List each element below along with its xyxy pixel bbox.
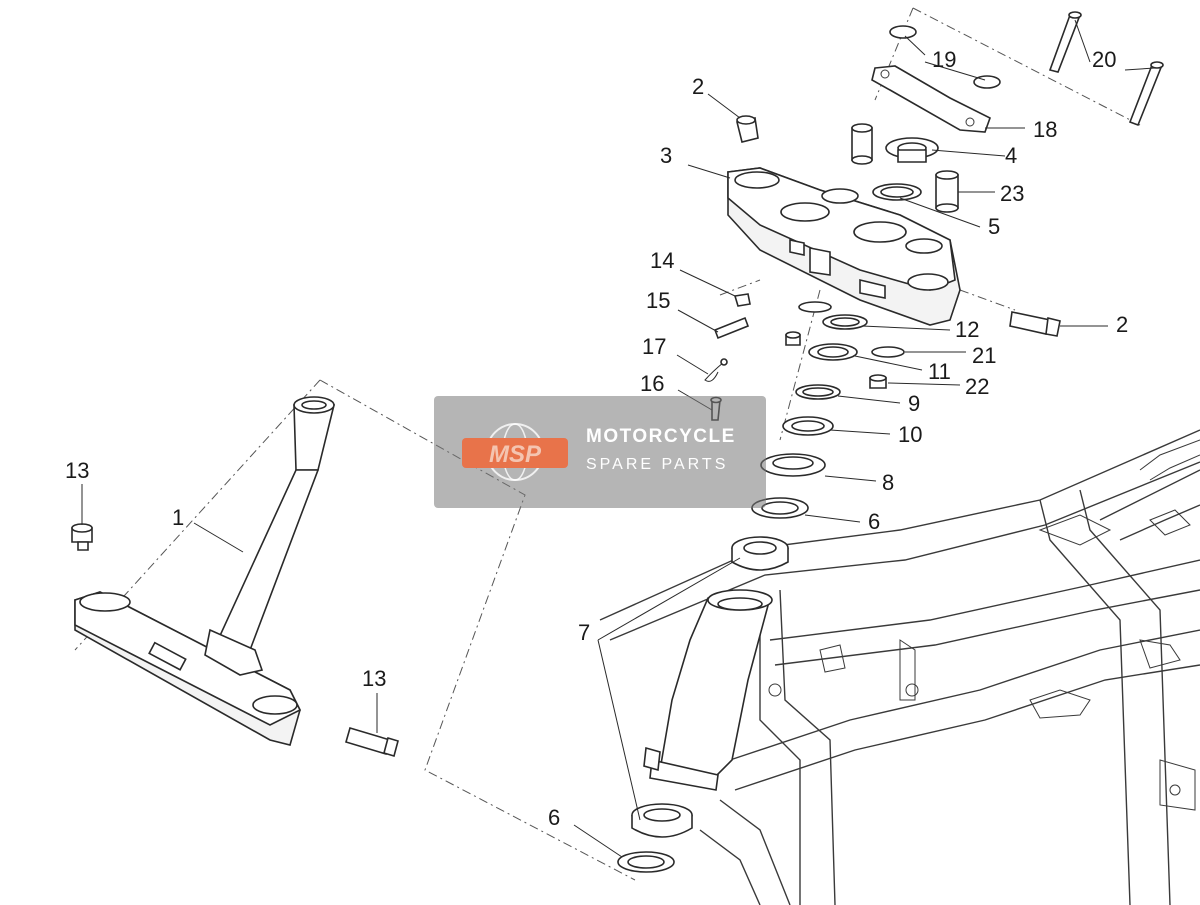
- bolt-20-left: [1048, 11, 1082, 73]
- leader-lines: [81, 19, 1156, 858]
- bearing-7-lower: [631, 803, 693, 838]
- callout-7: 7: [578, 620, 590, 645]
- ring-nut-11: [808, 343, 858, 361]
- callout-15: 15: [646, 288, 670, 313]
- bushing-23-right: [935, 170, 959, 213]
- dust-seal-8: [760, 453, 826, 477]
- watermark-title: MOTORCYCLE: [586, 426, 736, 447]
- callout-6-upper: 6: [868, 509, 880, 534]
- callout-1: 1: [172, 505, 184, 530]
- callout-16: 16: [640, 371, 664, 396]
- callout-12: 12: [955, 317, 979, 342]
- msp-logo-box: [462, 438, 568, 468]
- bearing-race-6-upper: [751, 497, 809, 519]
- washer-21: [871, 346, 905, 358]
- washer-12: [822, 314, 868, 330]
- callout-3: 3: [660, 143, 672, 168]
- callout-2-upper: 2: [692, 74, 704, 99]
- upper-triple-clamp: [727, 167, 961, 326]
- lower-triple-clamp-stem: [74, 396, 336, 746]
- callout-21: 21: [972, 343, 996, 368]
- washer-left: [798, 301, 832, 313]
- nut-22-left: [785, 331, 801, 346]
- callout-2-right: 2: [1116, 312, 1128, 337]
- callout-18: 18: [1033, 117, 1057, 142]
- bolt-2-right: [1009, 311, 1061, 337]
- washer-5: [872, 183, 922, 201]
- callout-labels: 1 2 2 3 4 5 6 6 7 8 9 10 11 12 13 13 14 …: [65, 47, 1128, 830]
- steering-head-tube: [643, 589, 782, 791]
- watermark: MSP MOTORCYCLE SPARE PARTS: [434, 396, 766, 508]
- callout-4: 4: [1005, 143, 1017, 168]
- bearing-7-upper: [731, 536, 789, 571]
- callout-9: 9: [908, 391, 920, 416]
- washer-9: [795, 384, 841, 400]
- cable-guide-17: [704, 358, 728, 382]
- bolt-2-upper: [736, 115, 759, 143]
- bolt-20-right: [1128, 61, 1164, 127]
- bushing-23-left: [851, 123, 873, 165]
- callout-14: 14: [650, 248, 674, 273]
- ring-nut-10: [782, 416, 834, 436]
- callout-23: 23: [1000, 181, 1024, 206]
- bearing-race-6-lower: [617, 851, 675, 873]
- callout-13-upper: 13: [65, 458, 89, 483]
- msp-logo: MSP: [462, 423, 568, 481]
- callout-5: 5: [988, 214, 1000, 239]
- cap-19-left: [889, 25, 917, 39]
- msp-logo-text: MSP: [489, 441, 542, 468]
- handlebar-riser-plate-18: [871, 65, 991, 133]
- callout-22: 22: [965, 374, 989, 399]
- bolt-13-lower: [345, 727, 399, 758]
- callout-19: 19: [932, 47, 956, 72]
- watermark-subtitle: SPARE PARTS: [586, 456, 729, 473]
- callout-20: 20: [1092, 47, 1116, 72]
- bolt-13-upper: [71, 523, 93, 551]
- nut-22-right: [869, 374, 887, 389]
- callout-11: 11: [928, 359, 951, 384]
- callout-6-lower: 6: [548, 805, 560, 830]
- clip-14: [733, 293, 751, 307]
- bracket-15: [713, 316, 750, 340]
- callout-10: 10: [898, 422, 922, 447]
- callout-17: 17: [642, 334, 666, 359]
- steering-nut-4: [885, 137, 939, 163]
- callout-8: 8: [882, 470, 894, 495]
- callout-13-lower: 13: [362, 666, 386, 691]
